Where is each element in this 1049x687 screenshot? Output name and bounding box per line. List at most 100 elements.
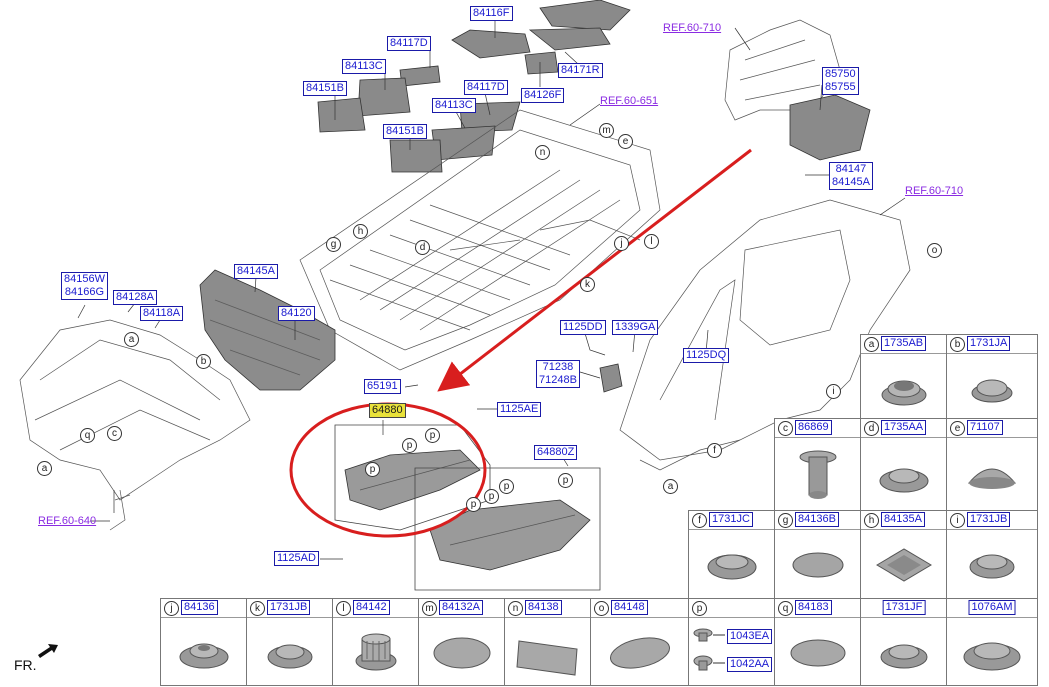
bracket-71238 [599, 363, 623, 393]
legend-part[interactable]: 84135A [881, 512, 925, 527]
letter-p: p [365, 462, 380, 477]
legend-letter: o [594, 601, 609, 616]
legend-letter: d [864, 421, 879, 436]
legend-part-a[interactable]: 1043EA [727, 629, 773, 644]
callout-1125DQ[interactable]: 1125DQ [683, 348, 730, 363]
callout-65191[interactable]: 65191 [364, 379, 401, 394]
grommet-flat-icon [879, 468, 929, 493]
grommet-dome-icon [971, 379, 1013, 403]
disc-flat-icon [790, 639, 846, 667]
letter-p: p [402, 438, 417, 453]
ref-60-651[interactable]: REF.60-651 [600, 95, 659, 107]
legend-letter: l [336, 601, 351, 616]
legend-part[interactable]: 1731JB [967, 512, 1011, 527]
legend-part[interactable]: 1731JB [267, 600, 311, 615]
letter-p: p [466, 497, 481, 512]
callout-84118A[interactable]: 84118A [140, 306, 184, 321]
letter-p: p [484, 489, 499, 504]
letter-d: d [415, 240, 430, 255]
plug-dome-icon [967, 468, 1017, 489]
callout-84113C[interactable]: 84113C [342, 59, 386, 74]
callout-1339GA[interactable]: 1339GA [612, 320, 659, 335]
wheelhouse-pad [789, 94, 871, 161]
legend-part[interactable]: 1076AM [968, 600, 1016, 615]
legend-r: 1731JF [860, 598, 948, 686]
callout-84113C-b[interactable]: 84113C [432, 98, 476, 113]
callout-84151B[interactable]: 84151B [303, 81, 347, 96]
plug-square-icon [876, 548, 932, 582]
legend-part[interactable]: 84183 [795, 600, 832, 615]
callout-64880[interactable]: 64880 [369, 403, 406, 418]
callout-84120[interactable]: 84120 [278, 306, 315, 321]
legend-letter: a [864, 337, 879, 352]
ref-60-710-right[interactable]: REF.60-710 [905, 185, 964, 197]
callout-84126F[interactable]: 84126F [521, 88, 565, 103]
callout-84116F[interactable]: 84116F [470, 6, 513, 21]
callout-84117D[interactable]: 84117D [387, 36, 431, 51]
legend-letter: j [164, 601, 179, 616]
grommet-large-icon [963, 642, 1021, 671]
front-arrow-icon [38, 644, 58, 658]
callout-85750[interactable]: 85750 85755 [822, 67, 859, 95]
callout-1125AE[interactable]: 1125AE [497, 402, 542, 417]
callout-84117D-b[interactable]: 84117D [464, 80, 508, 95]
legend-part[interactable]: 71107 [967, 420, 1003, 435]
floor-pan [299, 109, 661, 371]
legend-part[interactable]: 1731JF [882, 600, 926, 615]
legend-letter: h [864, 513, 879, 528]
legend-part[interactable]: 84136B [795, 512, 839, 527]
callout-1125AD[interactable]: 1125AD [274, 551, 319, 566]
legend-part[interactable]: 84136 [181, 600, 218, 615]
legend-letter: i [950, 513, 965, 528]
legend-part-b[interactable]: 1042AA [727, 657, 773, 672]
legend-part[interactable]: 1735AB [881, 336, 927, 351]
callout-84156W[interactable]: 84156W 84166G [61, 272, 108, 300]
grommet-flat-icon [880, 644, 928, 669]
letter-a-side: a [663, 479, 678, 494]
letter-g: g [326, 237, 341, 252]
legend-part[interactable]: 1731JA [967, 336, 1011, 351]
callout-71238[interactable]: 71238 71248B [536, 360, 580, 388]
cap-ribbed-icon [355, 633, 397, 671]
legend-letter: n [508, 601, 523, 616]
ref-60-640[interactable]: REF.60-640 [38, 515, 97, 527]
front-indicator: FR. [14, 644, 58, 673]
callout-84171R[interactable]: 84171R [558, 63, 603, 78]
grommet-flat-icon [267, 644, 313, 669]
cover-frame-64880Z [414, 467, 601, 591]
letter-b: b [196, 354, 211, 369]
legend-part[interactable]: 84142 [353, 600, 390, 615]
legend-part[interactable]: 84148 [611, 600, 648, 615]
callout-84145A[interactable]: 84145A [234, 264, 278, 279]
legend-part[interactable]: 84132A [439, 600, 483, 615]
callout-84147[interactable]: 84147 84145A [829, 162, 873, 190]
legend-part[interactable]: 1735AA [881, 420, 927, 435]
legend-part[interactable]: 1731JC [709, 512, 753, 527]
ref-60-710-top[interactable]: REF.60-710 [663, 22, 722, 34]
plug-oval-large-icon [610, 637, 670, 669]
legend-part[interactable]: 84138 [525, 600, 562, 615]
callout-84151B-b[interactable]: 84151B [383, 124, 427, 139]
callout-1125DD[interactable]: 1125DD [560, 320, 606, 335]
plug-large-icon [433, 637, 491, 669]
callout-64880Z[interactable]: 64880Z [534, 445, 578, 460]
callout-84128A[interactable]: 84128A [113, 290, 157, 305]
letter-j: j [614, 236, 629, 251]
legend-letter: k [250, 601, 265, 616]
legend-s: 1076AM [946, 598, 1038, 686]
grommet-flat-icon [969, 554, 1015, 579]
legend-part[interactable]: 86869 [795, 420, 832, 435]
legend-letter: p [692, 601, 707, 616]
letter-a-left: a [124, 332, 139, 347]
